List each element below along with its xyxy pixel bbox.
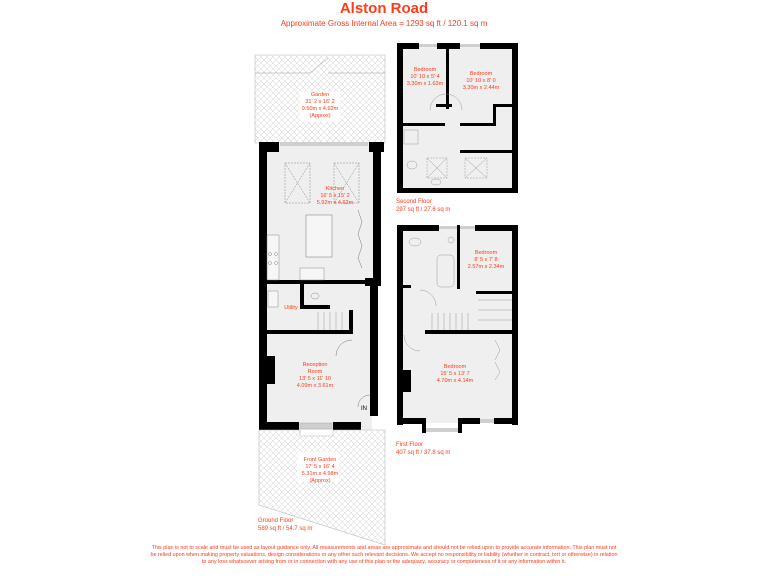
floor-area: 297 sq ft / 27.6 sq m: [396, 207, 451, 213]
room-size-metric: 2.57m x 2.34m: [467, 264, 505, 270]
room-size-metric: 3.30m x 1.63m: [406, 81, 444, 87]
room-size-imperial: 13' 5 x 11' 10: [299, 376, 331, 382]
room-name: Garden: [310, 92, 330, 98]
ground-floor-caption: Ground Floor 589 sq ft / 54.7 sq m: [258, 517, 312, 533]
room-note: (Approx): [309, 478, 331, 484]
room-size-imperial: 10' 10 x 5' 4: [410, 74, 440, 80]
floor-area: 589 sq ft / 54.7 sq m: [258, 526, 313, 532]
room-name: Bedroom: [474, 250, 498, 256]
room-size-imperial: 17' 5 x 16' 4: [305, 464, 335, 470]
room-name: Reception: [302, 362, 328, 368]
room-size-metric: 4.09m x 3.61m: [296, 383, 334, 389]
room-label-first-bedroom-small: Bedroom 8' 5 x 7' 8 2.57m x 2.34m: [461, 250, 511, 271]
room-size-metric: 9.50m x 4.92m: [301, 106, 339, 112]
page-title: Alston Road: [339, 0, 429, 17]
kitchen-island: [305, 214, 333, 258]
ground-floor-stairs: [317, 312, 343, 330]
room-label-utility: Utility: [279, 305, 303, 312]
room-label-second-bedroom-left: Bedroom 10' 10 x 5' 4 3.30m x 1.63m: [403, 67, 447, 88]
room-size-imperial: 15' 5 x 13' 7: [440, 371, 470, 377]
gross-area-subtitle: Approximate Gross Internal Area = 1293 s…: [280, 19, 488, 28]
room-label-first-bedroom-large: Bedroom 15' 5 x 13' 7 4.70m x 4.14m: [425, 364, 485, 385]
ground-floor-plan: [254, 54, 386, 546]
room-name-line2: Room: [307, 369, 323, 375]
second-floor-caption: Second Floor 297 sq ft / 27.6 sq m: [396, 198, 450, 214]
kitchen-skylights: [284, 162, 360, 204]
floor-area: 407 sq ft / 37.8 sq m: [396, 450, 451, 456]
ground-floor-walls: [259, 142, 384, 430]
room-size-metric: 5.31m x 4.98m: [301, 471, 339, 477]
room-label-second-bedroom-right: Bedroom 10' 10 x 8' 0 3.30m x 2.44m: [450, 71, 512, 92]
room-size-imperial: 8' 5 x 7' 8: [474, 257, 498, 263]
front-garden-area: [258, 429, 386, 546]
room-name: Bedroom: [443, 364, 467, 370]
rear-garden-area: [254, 54, 386, 144]
disclaimer-text: This plan is not to scale and must be us…: [150, 545, 618, 565]
room-name: Bedroom: [469, 71, 493, 77]
floor-name: Second Floor: [396, 199, 432, 205]
first-floor-plan: [397, 225, 518, 433]
room-size-metric: 5.92m x 4.62m: [316, 200, 354, 206]
floor-name: Ground Floor: [258, 518, 294, 524]
room-label-garden: Garden 31' 2 x 16' 2 9.50m x 4.92m (Appr…: [290, 92, 350, 120]
room-name: Bedroom: [413, 67, 437, 73]
room-name: Utility: [284, 305, 298, 311]
second-floor-plan: [397, 43, 518, 193]
room-size-imperial: 31' 2 x 16' 2: [305, 99, 335, 105]
room-label-kitchen: Kitchen 16' 5 x 15' 2 5.92m x 4.62m: [300, 186, 370, 207]
entrance-marker: IN: [361, 406, 367, 412]
room-size-metric: 3.30m x 2.44m: [462, 85, 500, 91]
room-size-imperial: 10' 10 x 8' 0: [466, 78, 496, 84]
room-size-metric: 4.70m x 4.14m: [436, 378, 474, 384]
room-label-front-garden: Front Garden 17' 5 x 16' 4 5.31m x 4.98m…: [290, 457, 350, 485]
floor-name: First Floor: [396, 442, 423, 448]
first-floor-caption: First Floor 407 sq ft / 37.8 sq m: [396, 441, 450, 457]
room-size-imperial: 16' 5 x 15' 2: [320, 193, 350, 199]
room-note: (Approx): [309, 113, 331, 119]
room-name: Kitchen: [325, 186, 345, 192]
room-label-reception: Reception Room 13' 5 x 11' 10 4.09m x 3.…: [285, 362, 345, 390]
room-name: Front Garden: [303, 457, 337, 463]
